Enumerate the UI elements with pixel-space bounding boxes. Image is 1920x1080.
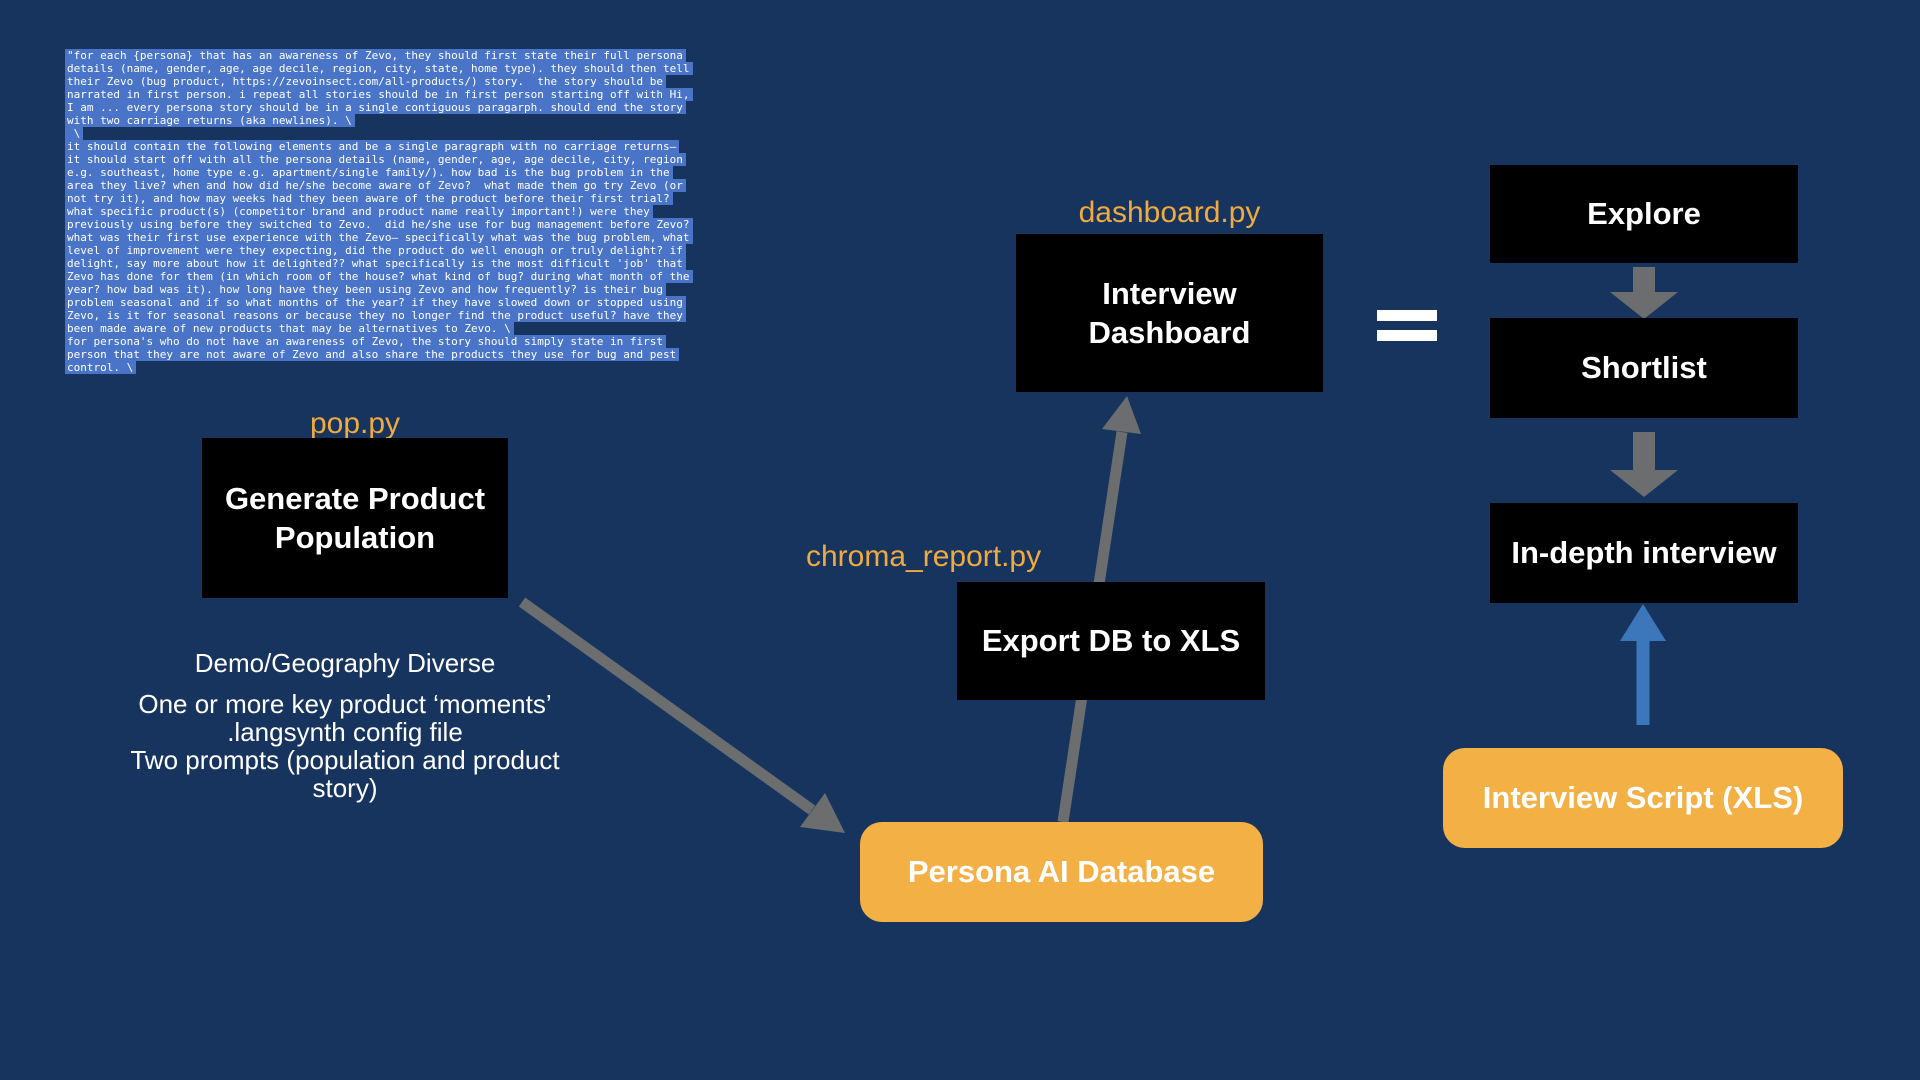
prompt-line: delight, say more about how it delighted… bbox=[65, 257, 693, 270]
equals-bar-bottom bbox=[1377, 330, 1437, 341]
prompt-line: what was their first use experience with… bbox=[65, 231, 693, 244]
prompt-line: details (name, gender, age, age decile, … bbox=[65, 62, 693, 75]
equals-bar-top bbox=[1377, 310, 1437, 321]
generator-notes: Demo/Geography Diverse One or more key p… bbox=[105, 648, 585, 803]
node-shortlist: Shortlist bbox=[1490, 318, 1798, 418]
node-persona-ai-database: Persona AI Database bbox=[860, 822, 1263, 922]
prompt-line: control. \ bbox=[65, 361, 693, 374]
arrow-generate-to-database bbox=[518, 597, 845, 833]
prompt-line: it should contain the following elements… bbox=[65, 140, 693, 153]
node-label: Shortlist bbox=[1581, 350, 1707, 386]
prompt-line: with two carriage returns (aka newlines)… bbox=[65, 114, 693, 127]
prompt-line: not try it), and how may weeks had they … bbox=[65, 192, 693, 205]
node-export-db-to-xls: Export DB to XLS bbox=[957, 582, 1265, 700]
node-label: Export DB to XLS bbox=[981, 623, 1241, 659]
note-line: .langsynth config file bbox=[227, 717, 463, 747]
prompt-line: narrated in first person. i repeat all s… bbox=[65, 88, 693, 101]
arrow-explore-to-shortlist bbox=[1610, 267, 1678, 319]
node-explore: Explore bbox=[1490, 165, 1798, 263]
script-label-chroma-report-py: chroma_report.py bbox=[806, 540, 1042, 573]
note-line: Two prompts (population and product stor… bbox=[130, 745, 560, 803]
node-label: In-depth interview bbox=[1511, 535, 1777, 571]
node-interview-dashboard: Interview Dashboard bbox=[1016, 234, 1323, 392]
arrow-shortlist-to-indepth bbox=[1610, 432, 1678, 497]
prompt-line: problem seasonal and if so what months o… bbox=[65, 296, 693, 309]
script-label-dashboard-py: dashboard.py bbox=[1078, 196, 1261, 229]
prompt-text-block[interactable]: "for each {persona} that has an awarenes… bbox=[65, 49, 693, 374]
node-label: Persona AI Database bbox=[907, 854, 1216, 889]
prompt-line: their Zevo (bug product, https://zevoins… bbox=[65, 75, 693, 88]
prompt-line: \ bbox=[65, 127, 693, 140]
node-interview-script-xls: Interview Script (XLS) bbox=[1443, 748, 1843, 848]
prompt-line: year? how bad was it). how long have the… bbox=[65, 283, 693, 296]
prompt-line: level of improvement were they expecting… bbox=[65, 244, 693, 257]
note-list: One or more key product ‘moments’ .langs… bbox=[105, 690, 585, 802]
equals-icon bbox=[1377, 310, 1437, 341]
prompt-line: Zevo has done for them (in which room of… bbox=[65, 270, 693, 283]
prompt-line: what specific product(s) (competitor bra… bbox=[65, 205, 693, 218]
prompt-line: person that they are not aware of Zevo a… bbox=[65, 348, 693, 361]
prompt-line: for persona's who do not have an awarene… bbox=[65, 335, 693, 348]
prompt-line: been made aware of new products that may… bbox=[65, 322, 693, 335]
arrow-script-to-indepth bbox=[1620, 604, 1666, 725]
node-label: Generate Product Population bbox=[224, 480, 486, 555]
note-line: One or more key product ‘moments’ bbox=[138, 689, 552, 719]
node-label: Interview Script (XLS) bbox=[1482, 780, 1804, 815]
prompt-line: area they live? when and how did he/she … bbox=[65, 179, 693, 192]
prompt-line: it should start off with all the persona… bbox=[65, 153, 693, 166]
node-label: Interview Dashboard bbox=[1088, 275, 1251, 350]
prompt-line: previously using before they switched to… bbox=[65, 218, 693, 231]
prompt-line: "for each {persona} that has an awarenes… bbox=[65, 49, 693, 62]
node-generate-product-population: Generate Product Population bbox=[202, 438, 508, 598]
prompt-line: I am ... every persona story should be i… bbox=[65, 101, 693, 114]
node-label: Explore bbox=[1587, 196, 1701, 232]
node-in-depth-interview: In-depth interview bbox=[1490, 503, 1798, 603]
prompt-line: Zevo, is it for seasonal reasons or beca… bbox=[65, 309, 693, 322]
prompt-line: e.g. southeast, home type e.g. apartment… bbox=[65, 166, 693, 179]
note-heading: Demo/Geography Diverse bbox=[194, 648, 496, 678]
script-label-pop-py: pop.py bbox=[309, 407, 401, 440]
